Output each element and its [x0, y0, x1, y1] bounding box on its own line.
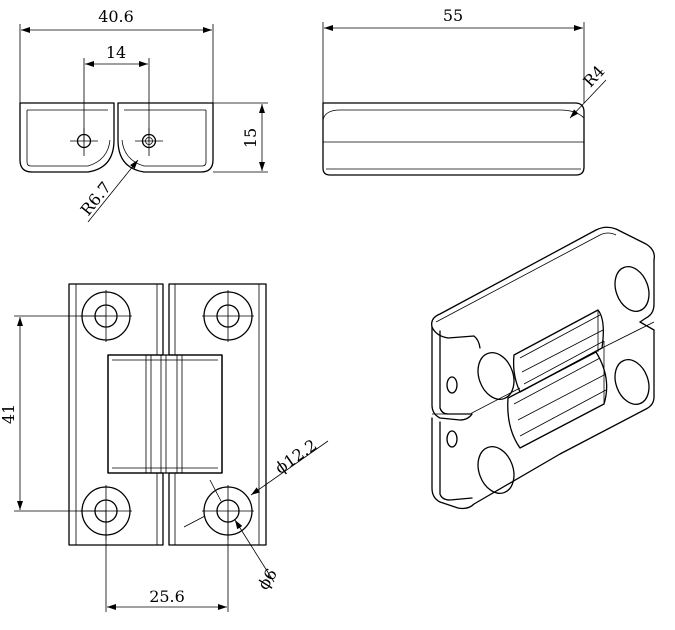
dim-counterbore-diameter: ϕ12.2 [271, 435, 320, 477]
dim-hole-spacing: 14 [106, 43, 126, 62]
dim-center-radius: R6.7 [77, 178, 115, 219]
side-view [322, 22, 607, 176]
isometric-view [431, 226, 655, 510]
dim-height: 15 [241, 128, 260, 148]
end-view [19, 24, 268, 223]
front-view [14, 283, 329, 612]
dim-length: 55 [443, 6, 463, 25]
dim-overall-width: 40.6 [98, 7, 134, 26]
dim-hole-spacing-vertical: 41 [0, 404, 18, 424]
dim-hole-diameter: ϕ6 [254, 565, 281, 593]
dim-hole-spacing-horizontal: 25.6 [149, 587, 185, 606]
